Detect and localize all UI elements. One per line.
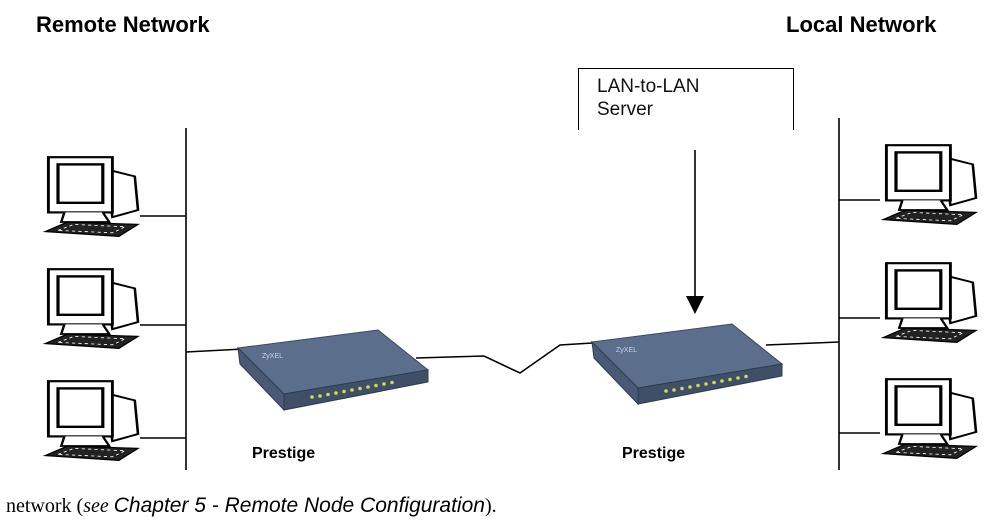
caption-prefix: network ( — [6, 495, 84, 517]
workstation-icon — [881, 377, 978, 460]
workstation-icon — [43, 267, 140, 350]
server-label-line1: LAN-to-LAN — [597, 76, 700, 97]
left-prestige-label: Prestige — [252, 445, 316, 462]
server-label-line2: Server — [597, 99, 653, 120]
router-brand-text: ZyXEL — [262, 353, 283, 360]
router-icon: ZyXEL — [591, 323, 783, 405]
router-icon: ZyXEL — [237, 329, 429, 411]
lan-to-lan-server-box: LAN-to-LAN Server — [578, 68, 794, 130]
workstation-icon — [881, 143, 978, 227]
caption-chapter-reference: Chapter 5 - Remote Node Configuration — [113, 494, 485, 517]
wan-link — [415, 340, 626, 374]
local-network-heading: Local Network — [786, 12, 937, 37]
caption: network (see Chapter 5 - Remote Node Con… — [6, 494, 497, 518]
local-network-bus — [765, 118, 880, 470]
caption-suffix: ). — [484, 495, 497, 517]
remote-network-heading: Remote Network — [36, 12, 210, 37]
workstation-icon — [881, 261, 978, 344]
workstation-icon — [43, 155, 140, 239]
right-prestige-label: Prestige — [622, 445, 686, 462]
workstation-icon — [43, 379, 140, 462]
arrow-down-icon — [686, 150, 704, 314]
router-brand-text: ZyXEL — [616, 347, 637, 354]
caption-see: see — [83, 495, 109, 517]
remote-network-bus — [140, 128, 263, 470]
